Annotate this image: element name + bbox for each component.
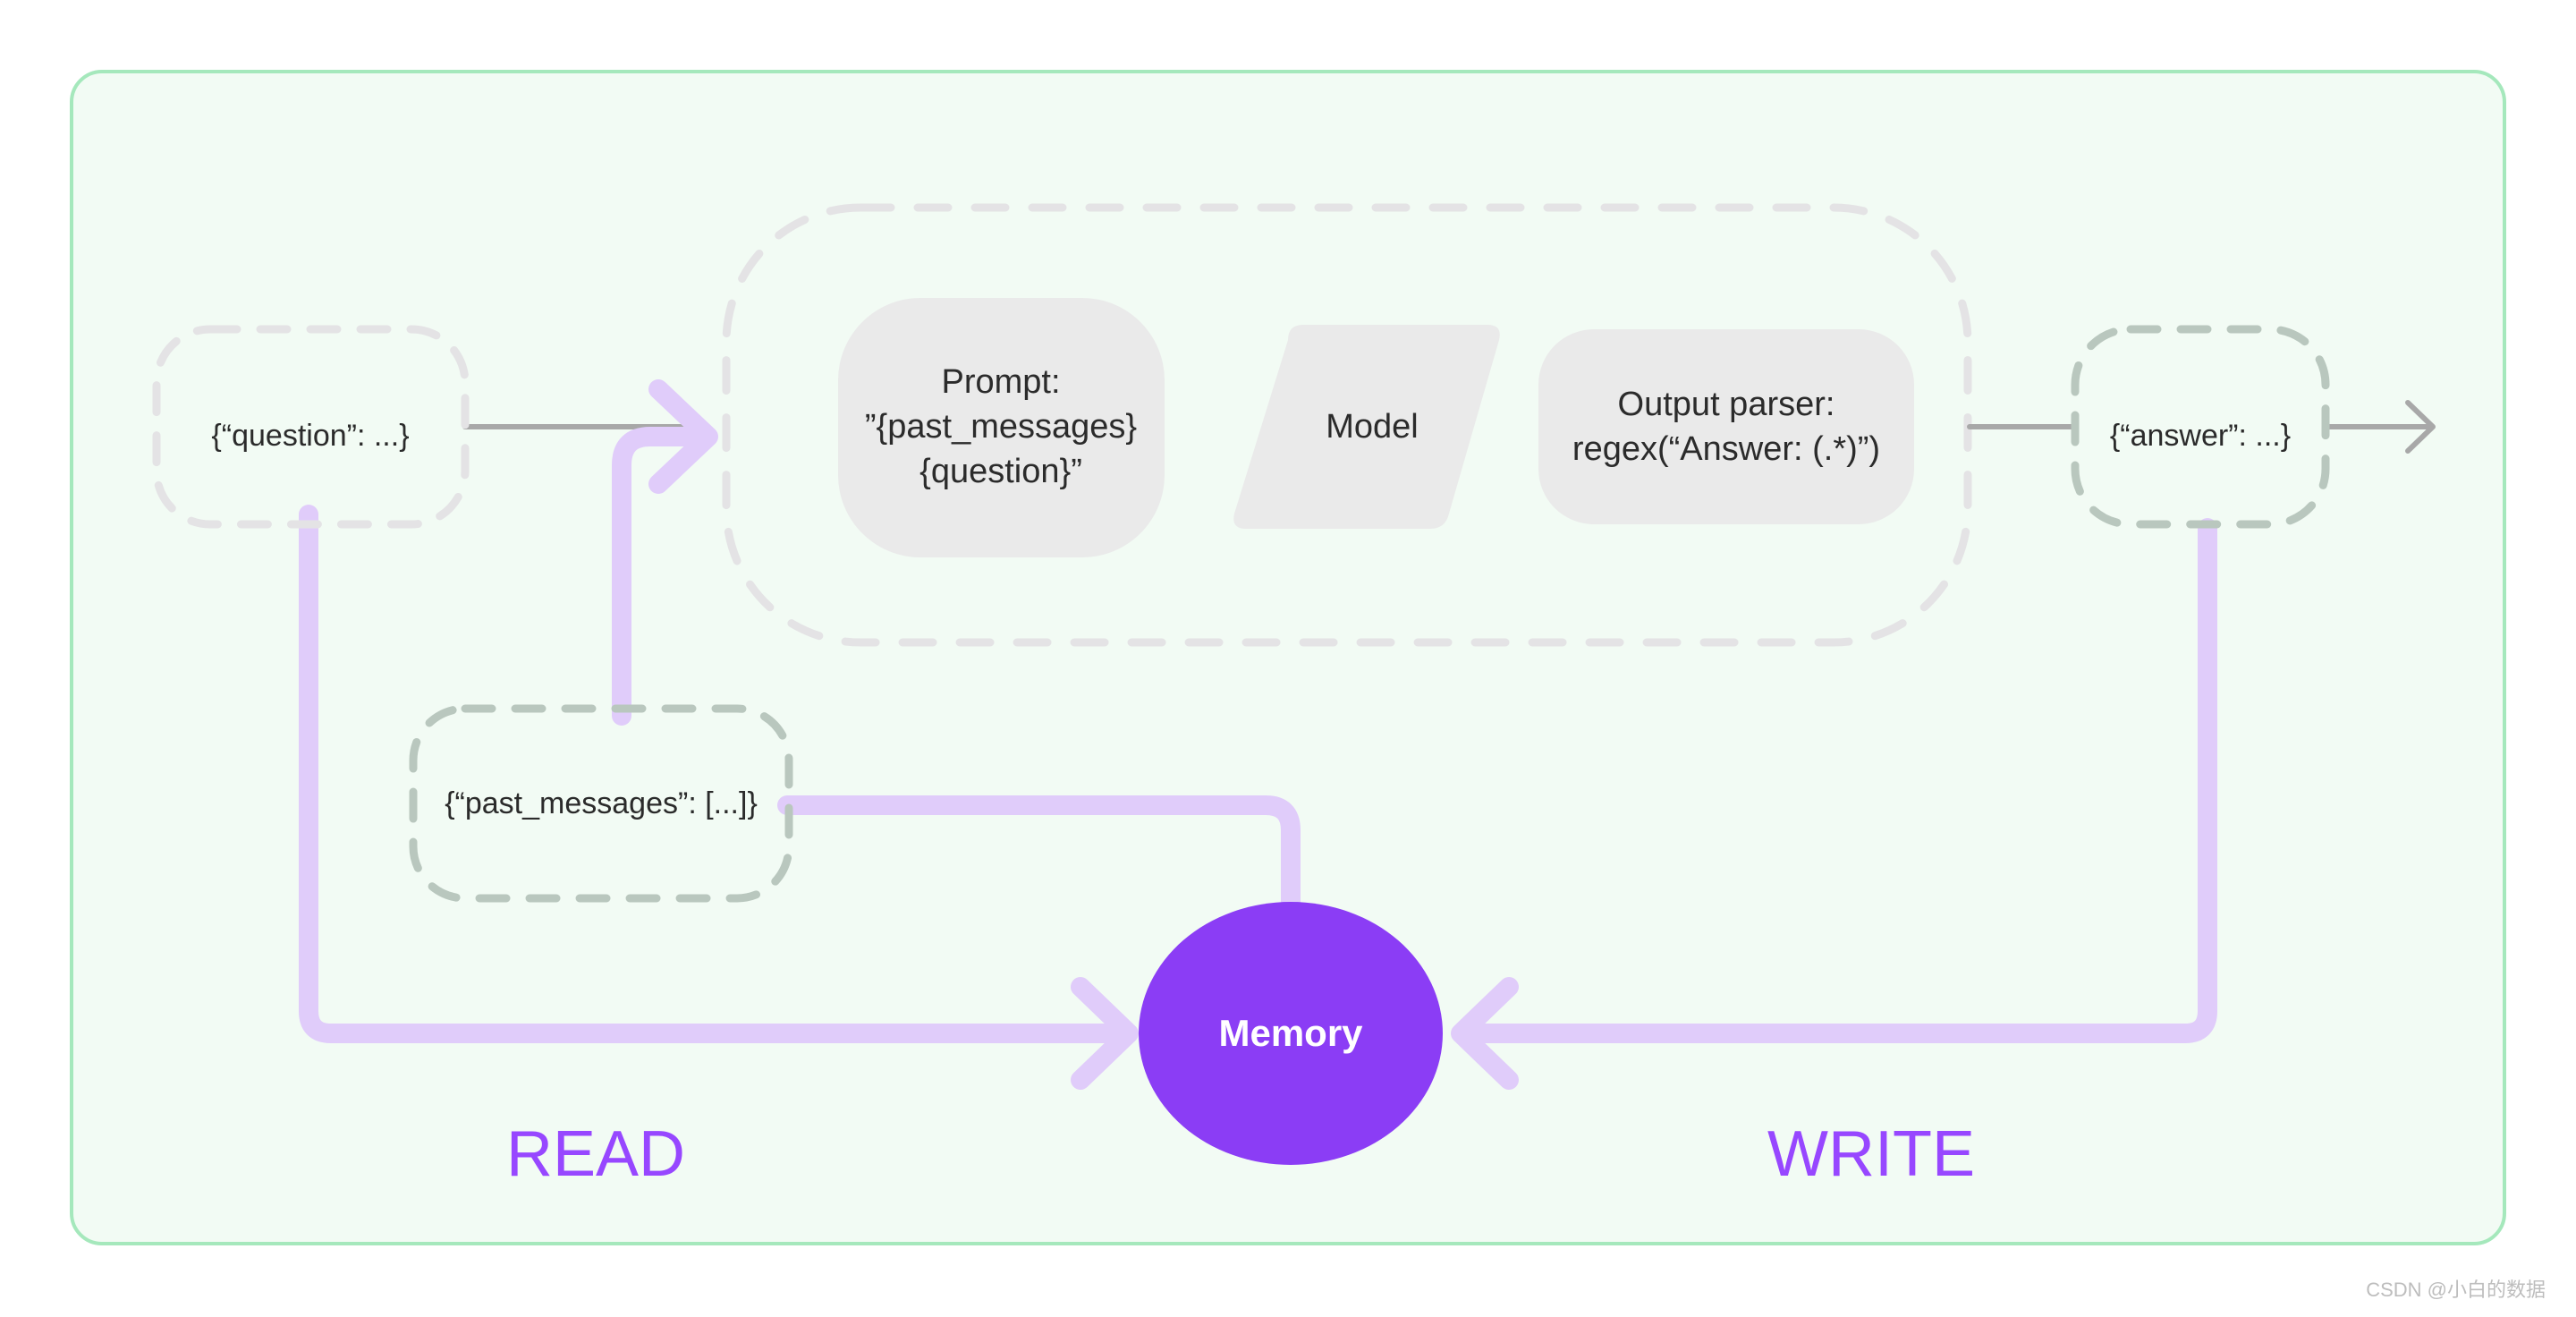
read-path-memory-to-question: [299, 505, 1139, 1090]
node-memory[interactable]: Memory: [1139, 902, 1443, 1165]
prompt-line-3: {question}”: [919, 453, 1082, 490]
output-parser-line-2: regex(“Answer: (.*)”): [1572, 430, 1880, 468]
node-past-messages-border: [409, 704, 793, 903]
node-question-border: [152, 325, 470, 529]
node-memory-shape: [1139, 902, 1443, 1165]
write-path-answer-to-memory: [1451, 518, 2217, 1090]
chain-component-output-parser[interactable]: Output parser: regex(“Answer: (.*)”): [1538, 329, 1914, 524]
chain-component-model-shape: [1233, 325, 1500, 529]
output-parser-line-1: Output parser:: [1618, 386, 1835, 423]
read-path-pastmessages-from-memory: [777, 795, 1301, 913]
chain-component-output-parser-shape: [1538, 329, 1914, 524]
read-path-pastmessages-to-chain: [612, 379, 718, 726]
connector-answer-exit: [2323, 400, 2436, 454]
node-answer[interactable]: {“answer”: ...}: [2071, 325, 2330, 529]
model-label: Model: [1326, 408, 1419, 446]
prompt-line-1: Prompt:: [941, 363, 1060, 401]
read-label: READ: [506, 1118, 685, 1190]
node-memory-label: Memory: [1218, 1012, 1363, 1054]
node-past-messages-label: {“past_messages”: [...]}: [445, 786, 758, 820]
watermark: CSDN @小白的数据: [2366, 1279, 2546, 1301]
chain-component-prompt[interactable]: Prompt: ”{past_messages} {question}”: [838, 298, 1165, 557]
node-answer-label: {“answer”: ...}: [2110, 419, 2291, 453]
chain-component-model[interactable]: Model: [1233, 325, 1500, 529]
node-question[interactable]: {“question”: ...}: [152, 325, 470, 529]
node-answer-border: [2071, 325, 2330, 529]
node-question-label: {“question”: ...}: [211, 419, 409, 453]
prompt-line-2: ”{past_messages}: [865, 408, 1137, 446]
chain-component-prompt-shape: [838, 298, 1165, 557]
node-past-messages[interactable]: {“past_messages”: [...]}: [409, 704, 793, 903]
write-label: WRITE: [1767, 1118, 1975, 1190]
